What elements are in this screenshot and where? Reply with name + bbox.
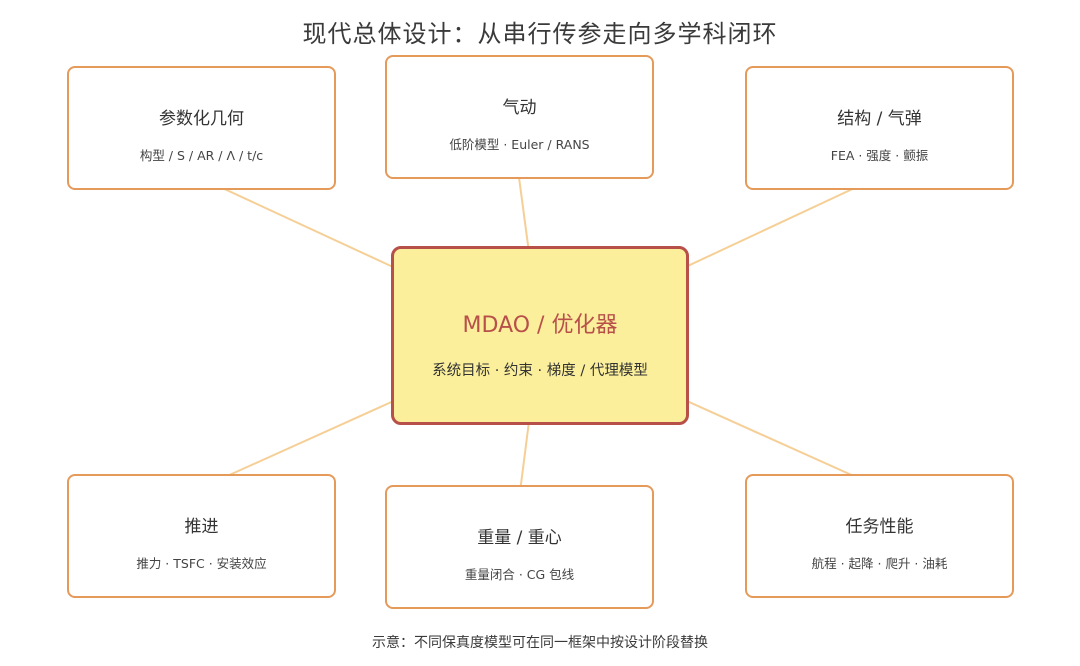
center-subtitle: 系统目标 · 约束 · 梯度 / 代理模型 xyxy=(432,363,648,379)
module-subtitle: FEA · 强度 · 颤振 xyxy=(830,148,929,163)
module-aero: 气动 低阶模型 · Euler / RANS xyxy=(385,55,654,179)
module-geometry: 参数化几何 构型 / S / AR / Λ / t/c xyxy=(67,66,336,190)
module-mission: 任务性能 航程 · 起降 · 爬升 · 油耗 xyxy=(745,474,1014,598)
module-subtitle: 重量闭合 · CG 包线 xyxy=(464,567,575,582)
module-title: 任务性能 xyxy=(845,517,914,537)
diagram-title: 现代总体设计：从串行传参走向多学科闭环 xyxy=(302,20,778,48)
module-structure: 结构 / 气弹 FEA · 强度 · 颤振 xyxy=(745,66,1014,190)
module-propulsion: 推进 推力 · TSFC · 安装效应 xyxy=(67,474,336,598)
module-subtitle: 低阶模型 · Euler / RANS xyxy=(449,137,590,152)
module-title: 结构 / 气弹 xyxy=(837,109,922,129)
center-title: MDAO / 优化器 xyxy=(462,313,618,338)
module-subtitle: 推力 · TSFC · 安装效应 xyxy=(136,556,267,571)
module-subtitle: 航程 · 起降 · 爬升 · 油耗 xyxy=(811,556,948,571)
module-weight: 重量 / 重心 重量闭合 · CG 包线 xyxy=(385,485,654,609)
module-title: 推进 xyxy=(184,517,219,537)
module-title: 参数化几何 xyxy=(159,109,244,129)
footnote: 示意：不同保真度模型可在同一框架中按设计阶段替换 xyxy=(372,635,708,651)
module-title: 重量 / 重心 xyxy=(477,528,562,548)
module-subtitle: 构型 / S / AR / Λ / t/c xyxy=(139,148,264,163)
center-optimizer-box: MDAO / 优化器 系统目标 · 约束 · 梯度 / 代理模型 xyxy=(391,246,689,425)
module-title: 气动 xyxy=(502,98,537,118)
